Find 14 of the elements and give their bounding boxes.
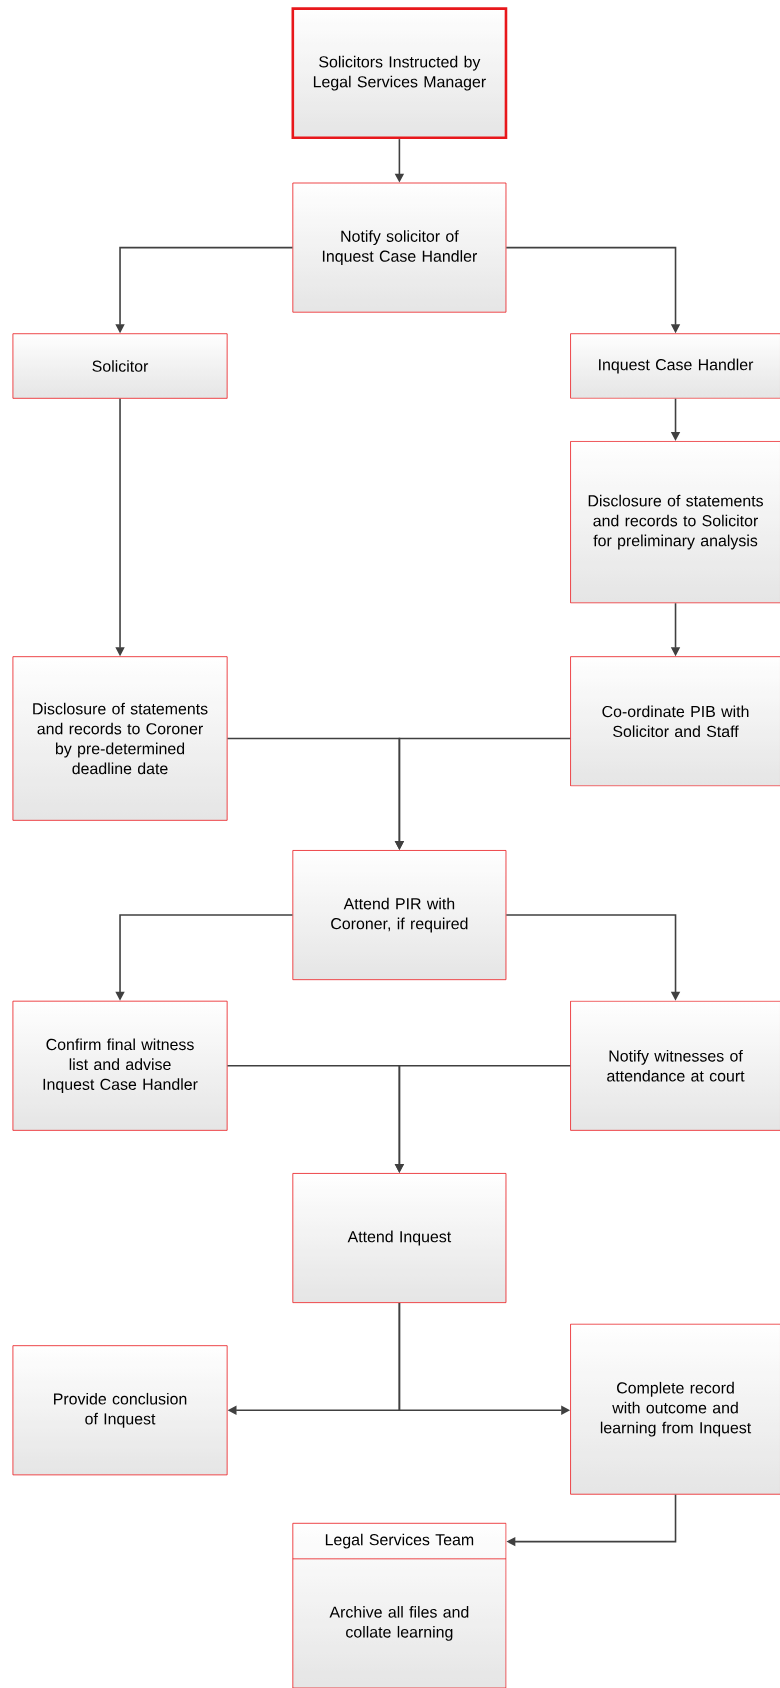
- process-box: Notify witnesses of attendance at court: [569, 1000, 780, 1131]
- process-box: Inquest Case Handler: [569, 333, 780, 399]
- process-box: Co-ordinate PIB with Solicitor and Staff: [569, 656, 780, 787]
- process-box: Disclosure of statements and records to Coroner by pre-determined deadline date: [12, 656, 228, 821]
- process-box: Complete record with outcome and learning from Inquest: [569, 1323, 780, 1495]
- process-box: Solicitor: [12, 333, 228, 399]
- process-box: Attend PIR with Coroner, if required: [292, 850, 507, 981]
- process-box: Attend Inquest: [292, 1173, 507, 1303]
- process-box: Disclosure of statements and records to Solicitor for preliminary analysis: [569, 441, 780, 604]
- swimlane-box: Legal Services Team Archive all files and collate learning: [292, 1522, 507, 1688]
- process-box: Confirm final witness list and advise Inquest Case Handler: [12, 1000, 228, 1131]
- process-box: Solicitors Instructed by Legal Services Manager: [291, 7, 508, 140]
- process-box: Notify solicitor of Inquest Case Handler: [292, 182, 507, 313]
- process-box: Provide conclusion of Inquest: [12, 1345, 228, 1476]
